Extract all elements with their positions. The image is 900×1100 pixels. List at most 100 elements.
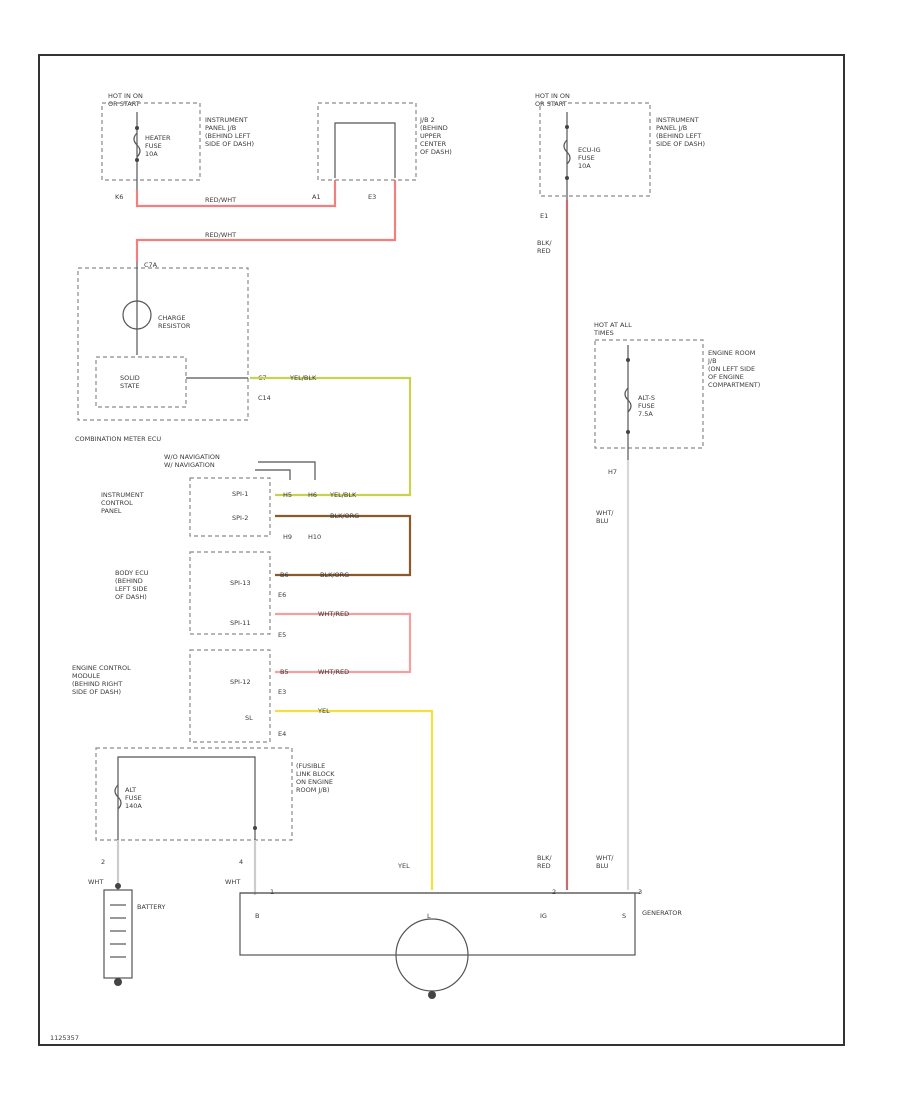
wire-label-yel-2: YEL: [397, 862, 410, 870]
combination-meter-label: COMBINATION METER ECU: [75, 435, 161, 443]
pin-h7: H7: [608, 468, 617, 476]
wire-label-wht-red-2: WHT/RED: [318, 668, 349, 676]
pin-bat4: 4: [239, 858, 243, 866]
wire-label-red-wht-2: RED/WHT: [205, 231, 236, 239]
battery-icon: [103, 883, 133, 986]
engine-room-jb-box: [594, 339, 704, 449]
pin-bat2: 2: [101, 858, 105, 866]
pin-e5: E5: [278, 631, 286, 639]
pin-b: B: [255, 912, 259, 920]
wire-label-wht-red-1: WHT/RED: [318, 610, 349, 618]
pin-b5: B5: [280, 668, 289, 676]
pin-e1: E1: [540, 212, 548, 220]
wire-label-yel-1: YEL: [317, 707, 330, 715]
wire-label-blk-red-1: BLK/RED: [537, 239, 552, 255]
ecu-ig-fuse-icon: [563, 139, 571, 165]
wire-wht-red: [275, 612, 412, 674]
wire-label-wht-2: WHT: [225, 878, 240, 886]
pin-b6: B6: [280, 571, 289, 579]
pin-e3-top: E3: [368, 193, 376, 201]
alt-fuse-node: [253, 826, 257, 830]
alt-s-fuse-node-top: [626, 358, 630, 362]
battery-label: BATTERY: [137, 903, 165, 911]
diagram-id: 1125357: [50, 1034, 79, 1042]
pin-h10: H10: [308, 533, 321, 541]
jb2-box: [317, 102, 417, 181]
wire-label-blk-org-1: BLK/ORG: [330, 512, 359, 520]
wire-label-blk-red-2: BLK/RED: [537, 854, 552, 870]
nav-branch-b: [255, 469, 291, 480]
ecu-ig-fuse-node-bottom: [565, 176, 569, 180]
pin-spi13: SPI-13: [230, 579, 251, 587]
wire-red-wht-1: [135, 180, 337, 208]
wire-label-wht-blu-2: WHT/BLU: [596, 854, 614, 870]
instrument-control-panel-box: [189, 477, 271, 537]
pin-sl: SL: [245, 714, 253, 722]
instrument-panel-jb-left: [101, 102, 201, 181]
alt-s-fuse-node-bottom: [626, 430, 630, 434]
ecu-ig-fuse-node-top: [565, 125, 569, 129]
generator-ground: [428, 991, 436, 999]
charge-resistor-icon: [122, 300, 152, 330]
engine-control-module-box: [189, 649, 271, 743]
pin-spi11: SPI-11: [230, 619, 251, 627]
pin-e3b: E3: [278, 688, 286, 696]
alt-s-fuse-icon: [624, 387, 632, 413]
jb2-internal-link: [334, 122, 396, 178]
wire-label-yel-blk-2: YEL/BLK: [329, 491, 357, 499]
pin-ig: IG: [540, 912, 547, 920]
pin-h5: H5: [283, 491, 292, 499]
instrument-panel-jb-right: [539, 102, 651, 197]
diagram-frame: [38, 54, 845, 1046]
wire-yel: [275, 709, 434, 890]
wire-label-yel-blk-1: YEL/BLK: [289, 374, 317, 382]
pin-spi1: SPI-1: [232, 490, 248, 498]
wire-blk-org: [275, 514, 412, 577]
wire-yel-blk: [250, 376, 412, 497]
wire-label-blk-org-2: BLK/ORG: [320, 571, 349, 579]
alt-fuse-line: [117, 756, 256, 890]
pin-spi2: SPI-2: [232, 514, 248, 522]
fusible-link-block-box: [95, 747, 293, 841]
wire-label-wht-blu-1: WHT/BLU: [596, 509, 614, 525]
generator-label: GENERATOR: [642, 909, 682, 917]
alt-fuse-icon: [114, 784, 122, 810]
heater-fuse-node-bottom: [135, 158, 139, 162]
pin-a1: A1: [312, 193, 321, 201]
wire-red-wht-2: [135, 180, 397, 262]
wire-label-red-wht-1: RED/WHT: [205, 196, 236, 204]
pin-c7a: C7A: [144, 261, 158, 269]
wire-label-wht-1: WHT: [88, 878, 103, 886]
solid-state-box: [95, 356, 187, 408]
pin-g1: 1: [270, 888, 274, 896]
pin-s: S: [622, 912, 626, 920]
pin-c14: C14: [258, 394, 271, 402]
generator-box: [239, 892, 636, 956]
pin-e4: E4: [278, 730, 286, 738]
pin-h6: H6: [308, 491, 317, 499]
pin-h9: H9: [283, 533, 292, 541]
pin-spi12: SPI-12: [230, 678, 251, 686]
pin-l: L: [427, 912, 431, 920]
pin-e6: E6: [278, 591, 286, 599]
heater-fuse-icon: [133, 132, 141, 158]
body-ecu-box: [189, 551, 271, 635]
pin-g3: 3: [638, 888, 642, 896]
